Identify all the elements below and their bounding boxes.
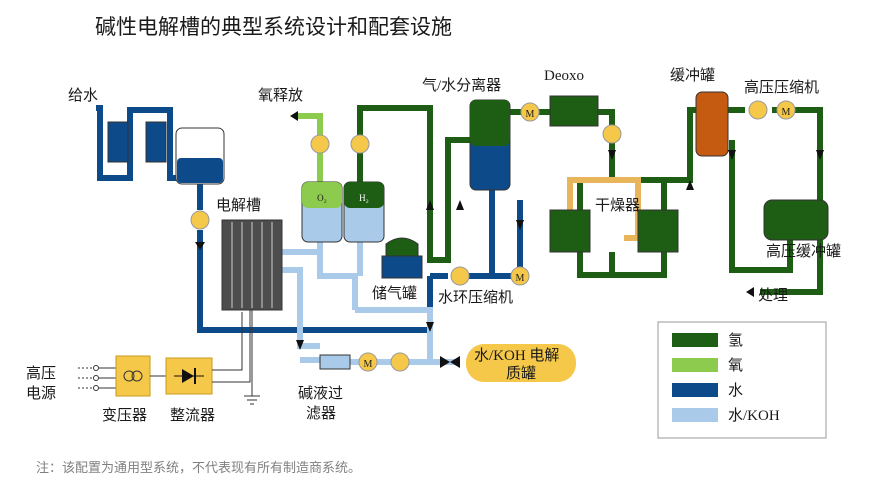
label-water-ring-compressor: 水环压缩机: [438, 289, 513, 306]
o2-symbol: O₂: [317, 193, 327, 203]
koh-pump-icon: [390, 352, 410, 372]
koh-motor-icon: [358, 352, 378, 372]
buffer-tank: [695, 91, 729, 157]
feed-water-module-1: [107, 121, 129, 163]
hp-buffer-tank: [763, 199, 829, 241]
water-tank-level: [177, 158, 223, 183]
ground-icon: [244, 395, 260, 405]
koh-filter-unit: [319, 354, 351, 370]
label-hp-compressor: 高压压缩机: [744, 79, 819, 96]
water-pipe-to-electrolyzer: [197, 230, 433, 333]
flow-arrow-down-7: [296, 340, 304, 350]
hp-motor-icon: [776, 100, 796, 120]
deoxo-cooler-icon: [602, 124, 622, 144]
deoxo-unit: [549, 95, 599, 127]
koh-valve-left: [440, 356, 450, 368]
oxygen-pipe: [298, 113, 323, 182]
legend-label-oxygen: 氧: [728, 357, 743, 374]
flow-arrow-down-4: [816, 150, 824, 160]
footnote: 注：该配置为通用型系统，不代表现有所有制造商系统。: [36, 460, 361, 475]
dc-power-wires: [212, 310, 251, 383]
label-hv-source-line1: 高压: [26, 365, 56, 382]
flow-arrow-up-1: [426, 200, 434, 210]
legend-swatch-water: [672, 383, 718, 397]
label-electrolyte-tank-line1: 水/KOH 电解: [474, 347, 559, 364]
label-buffer-tank: 缓冲罐: [670, 67, 715, 84]
label-hv-source-line2: 电源: [26, 385, 56, 402]
motor-symbol-3: M: [782, 107, 791, 118]
label-electrolyte-tank-line2: 质罐: [506, 365, 536, 382]
electrolyzer-cells: [231, 222, 273, 308]
hydrogen-pipe-hp: [729, 140, 823, 295]
flow-arrow-up-3: [686, 180, 694, 190]
label-koh-filter-line2: 滤器: [306, 405, 336, 422]
label-oxygen-vent: 氧释放: [258, 87, 303, 104]
water-ring-motor-icon: [510, 266, 530, 286]
gas-water-separator-gas: [470, 100, 510, 146]
motor-symbol-2: M: [526, 109, 535, 120]
water-pipe-separator-loop: [430, 190, 523, 279]
oxygen-cooler-icon: [310, 134, 330, 154]
koh-pipe-main: [282, 240, 363, 349]
legend-label-water: 水: [728, 382, 743, 399]
process-outlet-arrow: [746, 287, 754, 297]
label-gas-water-separator: 气/水分离器: [422, 77, 501, 94]
diode-icon: [174, 368, 204, 384]
hydrogen-pipe-dryer: [577, 180, 667, 278]
flow-arrow-down-5: [728, 150, 736, 160]
hydrogen-separator-gas: [344, 182, 384, 208]
label-transformer: 变压器: [102, 407, 147, 424]
legend-label-hydrogen: 氢: [728, 332, 743, 349]
label-electrolyzer: 电解槽: [216, 197, 261, 214]
transformer-icon: [123, 370, 143, 382]
feed-water-module-2: [145, 121, 167, 163]
power-terminals: [78, 365, 116, 391]
legend-swatch-oxygen: [672, 358, 718, 372]
label-rectifier: 整流器: [170, 407, 215, 424]
label-koh-filter-line1: 碱液过: [298, 385, 343, 402]
flow-arrow-down-3: [608, 150, 616, 160]
dryer-2: [637, 209, 679, 253]
label-process: 处理: [758, 287, 788, 304]
motor-symbol: M: [516, 273, 525, 284]
diagram-title: 碱性电解槽的典型系统设计和配套设施: [95, 15, 452, 39]
h2-symbol: H₂: [359, 193, 369, 203]
transformer-box: [115, 355, 151, 397]
gas-holder-tank: [381, 255, 423, 279]
oxygen-separator-gas: [302, 182, 342, 208]
gas-holder-bell: [385, 237, 419, 257]
hydrogen-pipe-main: [357, 105, 470, 263]
hydrogen-cooler-icon: [350, 134, 370, 154]
flow-arrow-up-2: [456, 200, 464, 210]
label-feed-water: 给水: [68, 87, 98, 104]
feed-pump-icon: [190, 210, 210, 230]
label-deoxo: Deoxo: [544, 68, 584, 84]
dryer-1: [549, 209, 591, 253]
dryer-regen-pipe: [567, 177, 641, 241]
motor-symbol-4: M: [364, 359, 373, 370]
legend-swatch-hydrogen: [672, 333, 718, 347]
koh-pipe-filter-line: [300, 307, 433, 365]
oxygen-vent-arrow: [290, 111, 298, 121]
flow-arrow-down: [195, 242, 205, 250]
water-ring-pump-icon: [450, 266, 470, 286]
flow-arrow-down-2: [516, 220, 524, 230]
legend-swatch-water-koh: [672, 408, 718, 422]
electrolyte-tank: [466, 344, 576, 382]
separator-motor-icon: [520, 102, 540, 122]
legend-label-water-koh: 水/KOH: [728, 407, 780, 424]
label-dryer: 干燥器: [595, 197, 640, 214]
label-hp-buffer-tank: 高压缓冲罐: [766, 243, 841, 260]
label-gas-holder: 储气罐: [372, 285, 417, 302]
flow-arrow-down-6: [426, 322, 434, 332]
koh-valve-right: [450, 356, 460, 368]
hp-compressor-icon: [748, 100, 768, 120]
